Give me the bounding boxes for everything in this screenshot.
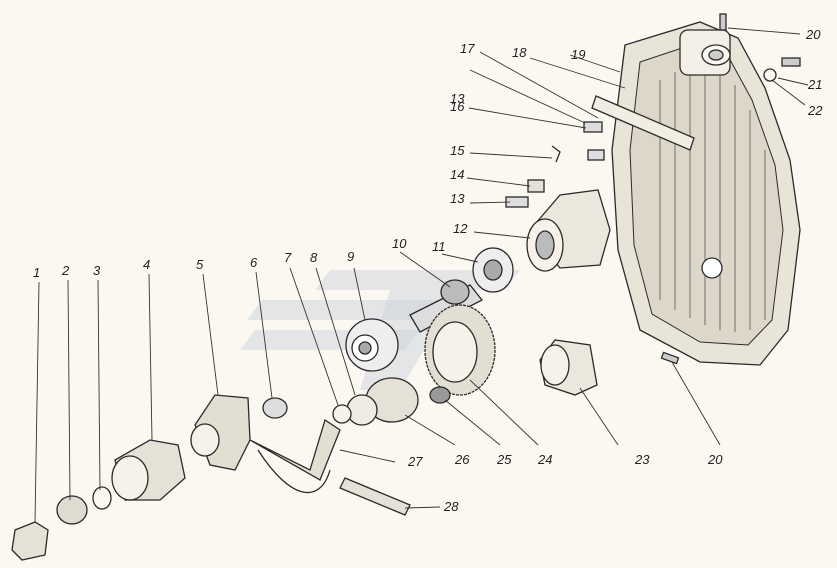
callout-13-upper: 13 xyxy=(450,91,465,106)
screw-group-top xyxy=(551,121,605,163)
nut xyxy=(56,495,88,525)
thin-washer xyxy=(332,404,352,424)
bolt xyxy=(781,57,801,67)
pinion xyxy=(429,386,451,404)
callout-24: 24 xyxy=(538,452,553,467)
callout-28: 28 xyxy=(444,499,459,514)
callout-25: 25 xyxy=(497,452,512,467)
callout-9: 9 xyxy=(347,249,355,264)
callout-12: 12 xyxy=(453,221,468,236)
callout-23: 23 xyxy=(635,452,650,467)
callout-22: 22 xyxy=(808,103,823,118)
ball-bearing-small xyxy=(472,247,514,293)
plug xyxy=(11,521,49,561)
small-bush xyxy=(262,397,288,419)
callout-17: 17 xyxy=(460,41,475,56)
bearing-housing xyxy=(526,189,611,272)
callout-16: 16 xyxy=(450,99,465,114)
sleeve xyxy=(539,339,598,396)
callout-21: 21 xyxy=(808,77,823,92)
o-ring xyxy=(92,486,112,510)
callout-18: 18 xyxy=(512,45,527,60)
dowel-pin-top xyxy=(719,13,727,31)
ring-gear xyxy=(424,304,496,396)
callout-4: 4 xyxy=(143,257,151,272)
bracket-strip xyxy=(591,95,695,151)
dowel-pin-bottom xyxy=(660,351,680,365)
callout-11: 11 xyxy=(432,239,446,254)
ball-bearing xyxy=(345,318,399,372)
callout-27: 27 xyxy=(408,454,423,469)
callout-20-top: 20 xyxy=(806,27,821,42)
housing-cover xyxy=(611,21,801,366)
pin-rod xyxy=(339,477,411,516)
callout-19: 19 xyxy=(571,47,586,62)
callout-15: 15 xyxy=(450,143,465,158)
callout-13-lower: 13 xyxy=(450,191,465,206)
star-washer xyxy=(346,394,378,426)
lock-plate xyxy=(527,179,545,193)
lever-bracket xyxy=(190,394,341,494)
callout-1: 1 xyxy=(33,265,41,280)
callout-2: 2 xyxy=(62,263,70,278)
callout-6: 6 xyxy=(250,255,258,270)
callout-5: 5 xyxy=(196,257,204,272)
callout-8: 8 xyxy=(310,250,318,265)
callout-14: 14 xyxy=(450,167,465,182)
cup-housing xyxy=(111,439,186,501)
callout-7: 7 xyxy=(284,250,292,265)
washer-ring xyxy=(763,68,777,82)
callout-3: 3 xyxy=(93,263,101,278)
callout-10: 10 xyxy=(392,236,407,251)
leader-lines xyxy=(34,27,809,523)
callout-20-bottom: 20 xyxy=(708,452,723,467)
callout-26: 26 xyxy=(455,452,470,467)
